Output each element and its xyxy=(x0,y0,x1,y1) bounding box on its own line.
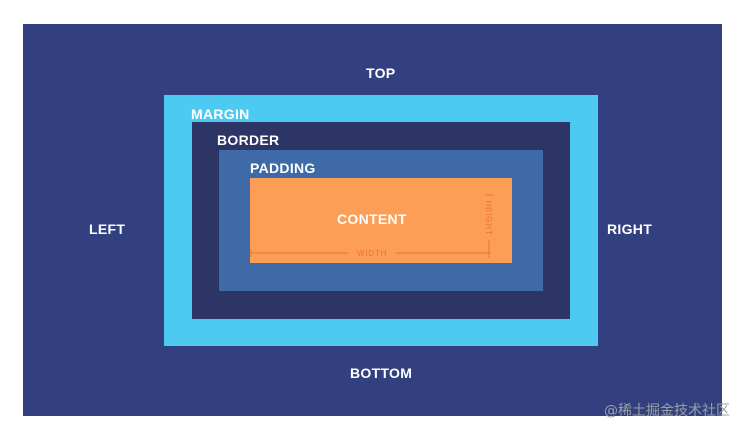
margin-label: MARGIN xyxy=(191,106,250,122)
content-label: CONTENT xyxy=(337,211,407,227)
left-label: LEFT xyxy=(89,221,126,237)
width-dimension-label: WIDTH xyxy=(357,249,387,258)
padding-label: PADDING xyxy=(250,160,316,176)
watermark: @稀土掘金技术社区 xyxy=(604,403,730,419)
content-box xyxy=(250,178,512,263)
height-dimension-label: HEIGHT xyxy=(484,200,493,235)
right-label: RIGHT xyxy=(607,221,653,237)
border-label: BORDER xyxy=(217,132,280,148)
top-label: TOP xyxy=(366,65,396,81)
bottom-label: BOTTOM xyxy=(350,365,413,381)
content-dimensions: WIDTH HEIGHT xyxy=(250,194,493,258)
